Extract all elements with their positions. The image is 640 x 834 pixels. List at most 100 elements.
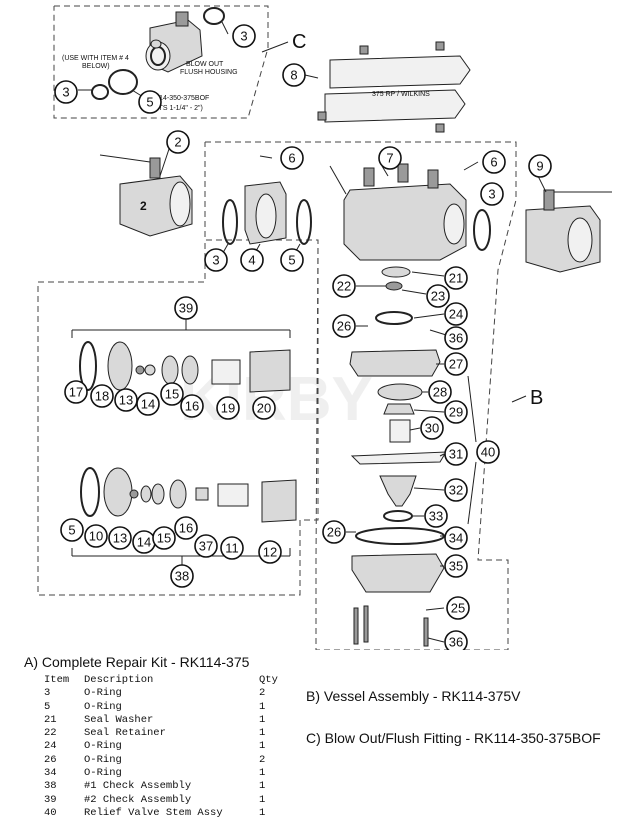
svg-text:31: 31	[449, 447, 463, 462]
callout-7: 7	[378, 146, 402, 170]
repair-kit-section: A) Complete Repair Kit - RK114-375 Item …	[24, 654, 304, 820]
svg-text:4: 4	[248, 253, 255, 268]
callout-5: 5	[138, 90, 162, 114]
svg-text:5: 5	[288, 253, 295, 268]
qty-cell: 1	[259, 767, 266, 780]
callout-21: 21	[444, 266, 468, 290]
table-row: 34 O-Ring 1	[44, 767, 289, 780]
svg-text:30: 30	[425, 421, 439, 436]
inlet-ball-valve	[99, 154, 193, 237]
callout-15: 15	[152, 526, 176, 550]
section-letter-b: B	[530, 387, 543, 409]
outlet-ball-valve	[525, 189, 612, 273]
o-ring-c2	[91, 84, 109, 100]
check-housing	[244, 181, 287, 245]
description-header: Description	[84, 674, 154, 686]
callout-36: 36	[444, 326, 468, 350]
callout-14: 14	[136, 392, 160, 416]
qty-cell: 1	[259, 740, 266, 753]
callout-26: 26	[332, 314, 356, 338]
svg-text:37: 37	[199, 539, 213, 554]
o-ring-5a	[296, 199, 312, 245]
svg-text:33: 33	[429, 509, 443, 524]
callout-26: 26	[322, 520, 346, 544]
description-cell: O-Ring	[84, 767, 122, 780]
description-cell: O-Ring	[84, 753, 122, 766]
svg-text:36: 36	[449, 635, 463, 650]
qty-cell: 2	[259, 753, 266, 766]
callout-25: 25	[446, 596, 470, 620]
qty-cell: 1	[259, 727, 266, 740]
svg-text:36: 36	[449, 331, 463, 346]
relief-body	[351, 553, 445, 593]
svg-text:8: 8	[290, 68, 297, 83]
callout-27: 27	[444, 352, 468, 376]
callout-9: 9	[528, 154, 552, 178]
callout-20: 20	[252, 396, 276, 420]
blowout-kit-label: RK114-350-375BOF	[146, 95, 209, 102]
callout-39: 39	[174, 296, 198, 320]
qty-cell: 2	[259, 687, 266, 700]
svg-text:15: 15	[165, 387, 179, 402]
callout-2: 2	[166, 130, 190, 154]
o-ring-c1	[203, 7, 225, 25]
item-cell: 3	[44, 687, 51, 700]
svg-text:24: 24	[449, 307, 463, 322]
item-cell: 39	[44, 793, 57, 806]
svg-text:9: 9	[536, 159, 543, 174]
qty-header: Qty	[259, 674, 278, 686]
callout-4: 4	[240, 248, 264, 272]
qty-cell: 1	[259, 793, 266, 806]
callout-38: 38	[170, 564, 194, 588]
callout-6: 6	[280, 146, 304, 170]
callout-10: 10	[84, 524, 108, 548]
callout-3: 3	[54, 80, 78, 104]
svg-text:38: 38	[175, 569, 189, 584]
svg-text:29: 29	[449, 405, 463, 420]
callout-22: 22	[332, 274, 356, 298]
svg-text:3: 3	[240, 29, 247, 44]
svg-text:26: 26	[327, 525, 341, 540]
callout-8: 8	[282, 63, 306, 87]
svg-text:5: 5	[146, 95, 153, 110]
description-cell: #1 Check Assembly	[84, 780, 192, 793]
o-ring-34	[355, 527, 445, 545]
item-cell: 5	[44, 700, 51, 713]
item-cell: 34	[44, 767, 57, 780]
svg-text:6: 6	[490, 155, 497, 170]
description-cell: O-Ring	[84, 740, 122, 753]
check-assembly-1	[80, 467, 297, 523]
item-cell: 21	[44, 713, 57, 726]
qty-cell: 1	[259, 780, 266, 793]
svg-text:27: 27	[449, 357, 463, 372]
bolt-c	[423, 617, 429, 647]
callout-13: 13	[108, 526, 132, 550]
svg-text:23: 23	[431, 289, 445, 304]
item-cell: 38	[44, 780, 57, 793]
callout-32: 32	[444, 478, 468, 502]
callout-5: 5	[280, 248, 304, 272]
diaphragm-retainer	[377, 383, 423, 401]
check-boundary	[37, 239, 319, 596]
o-ring-3a	[222, 199, 238, 245]
svg-text:13: 13	[119, 393, 133, 408]
blowout-housing-label: BLOW OUT	[186, 61, 224, 68]
callout-14: 14	[132, 530, 156, 554]
svg-text:26: 26	[337, 319, 351, 334]
repair-kit-title: A) Complete Repair Kit - RK114-375	[24, 654, 250, 670]
callout-12: 12	[258, 540, 282, 564]
o-ring-33	[383, 510, 413, 522]
callout-18: 18	[90, 384, 114, 408]
item-cell: 26	[44, 753, 57, 766]
brand-label: 375 RP / WILKINS	[372, 91, 430, 98]
relief-seat	[379, 475, 417, 507]
blowout-fitting-title: C) Blow Out/Flush Fitting - RK114-350-37…	[306, 730, 601, 746]
item-cell: 22	[44, 727, 57, 740]
callout-17: 17	[64, 380, 88, 404]
callout-13: 13	[114, 388, 138, 412]
